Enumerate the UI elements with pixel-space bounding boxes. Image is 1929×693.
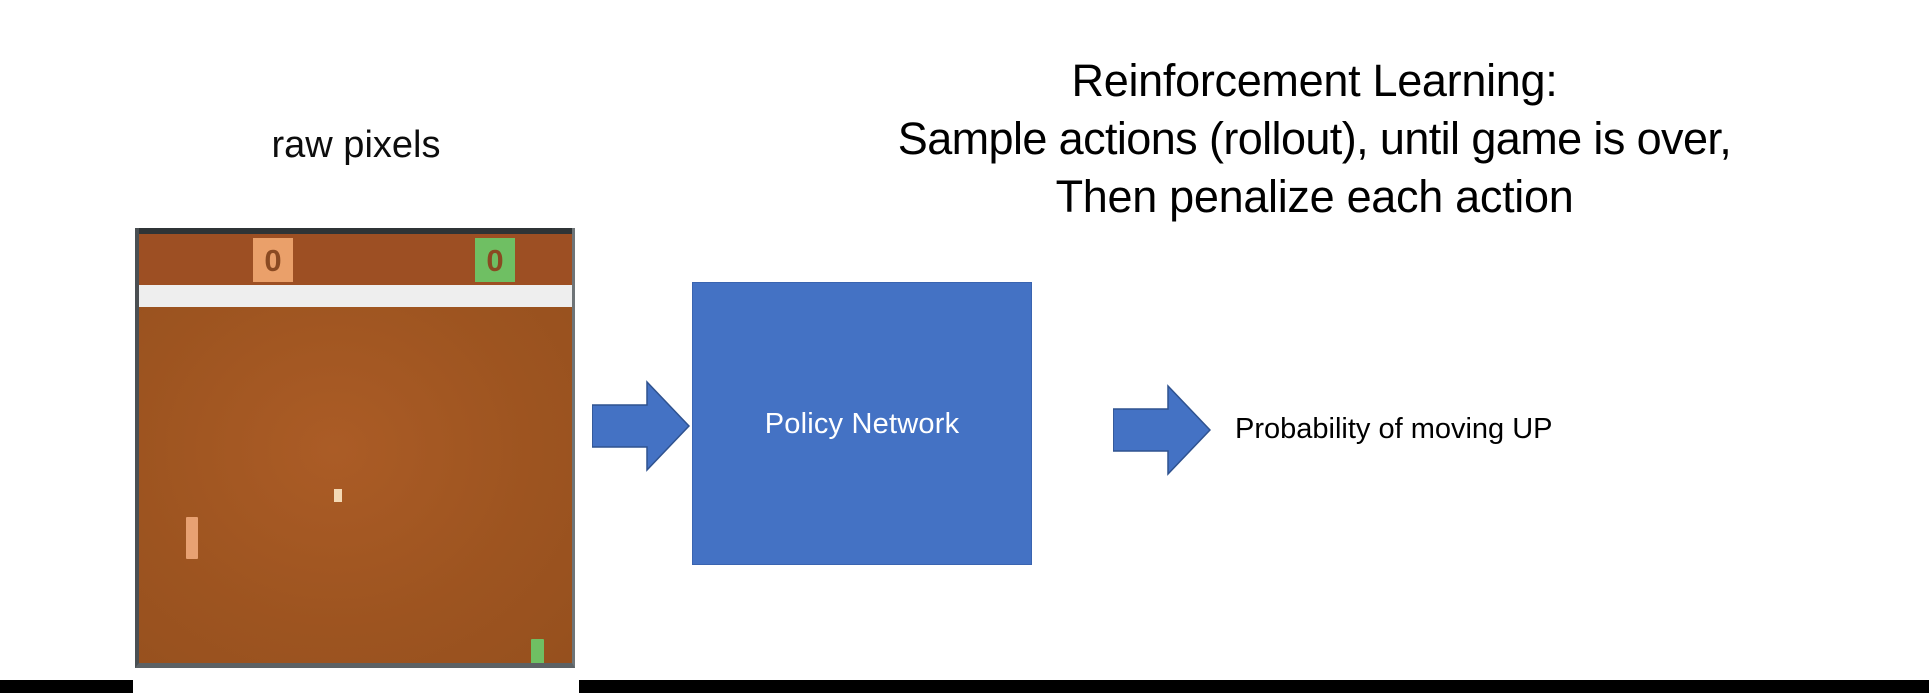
heading-line-2: Sample actions (rollout), until game is … — [897, 113, 1732, 164]
heading-line-1: Reinforcement Learning: — [1071, 55, 1558, 106]
letterbox-gap — [133, 680, 579, 693]
paddle-left — [186, 517, 198, 559]
page-title: Reinforcement Learning: Sample actions (… — [700, 52, 1929, 226]
game-divider-bar — [139, 285, 572, 307]
paddle-right — [531, 639, 544, 663]
output-arrow-icon — [1113, 384, 1211, 476]
heading-line-3: Then penalize each action — [1055, 171, 1574, 222]
score-left: 0 — [253, 238, 293, 282]
output-probability-label: Probability of moving UP — [1235, 413, 1553, 445]
score-right: 0 — [475, 238, 515, 282]
game-ball — [334, 489, 342, 502]
input-arrow-icon — [592, 380, 690, 472]
pong-game-frame: 0 0 — [135, 228, 575, 668]
policy-network-label: Policy Network — [764, 407, 960, 440]
game-play-field — [139, 307, 572, 663]
policy-network-box[interactable]: Policy Network — [692, 282, 1032, 565]
raw-pixels-caption: raw pixels — [271, 124, 441, 166]
game-top-rail — [139, 228, 572, 234]
